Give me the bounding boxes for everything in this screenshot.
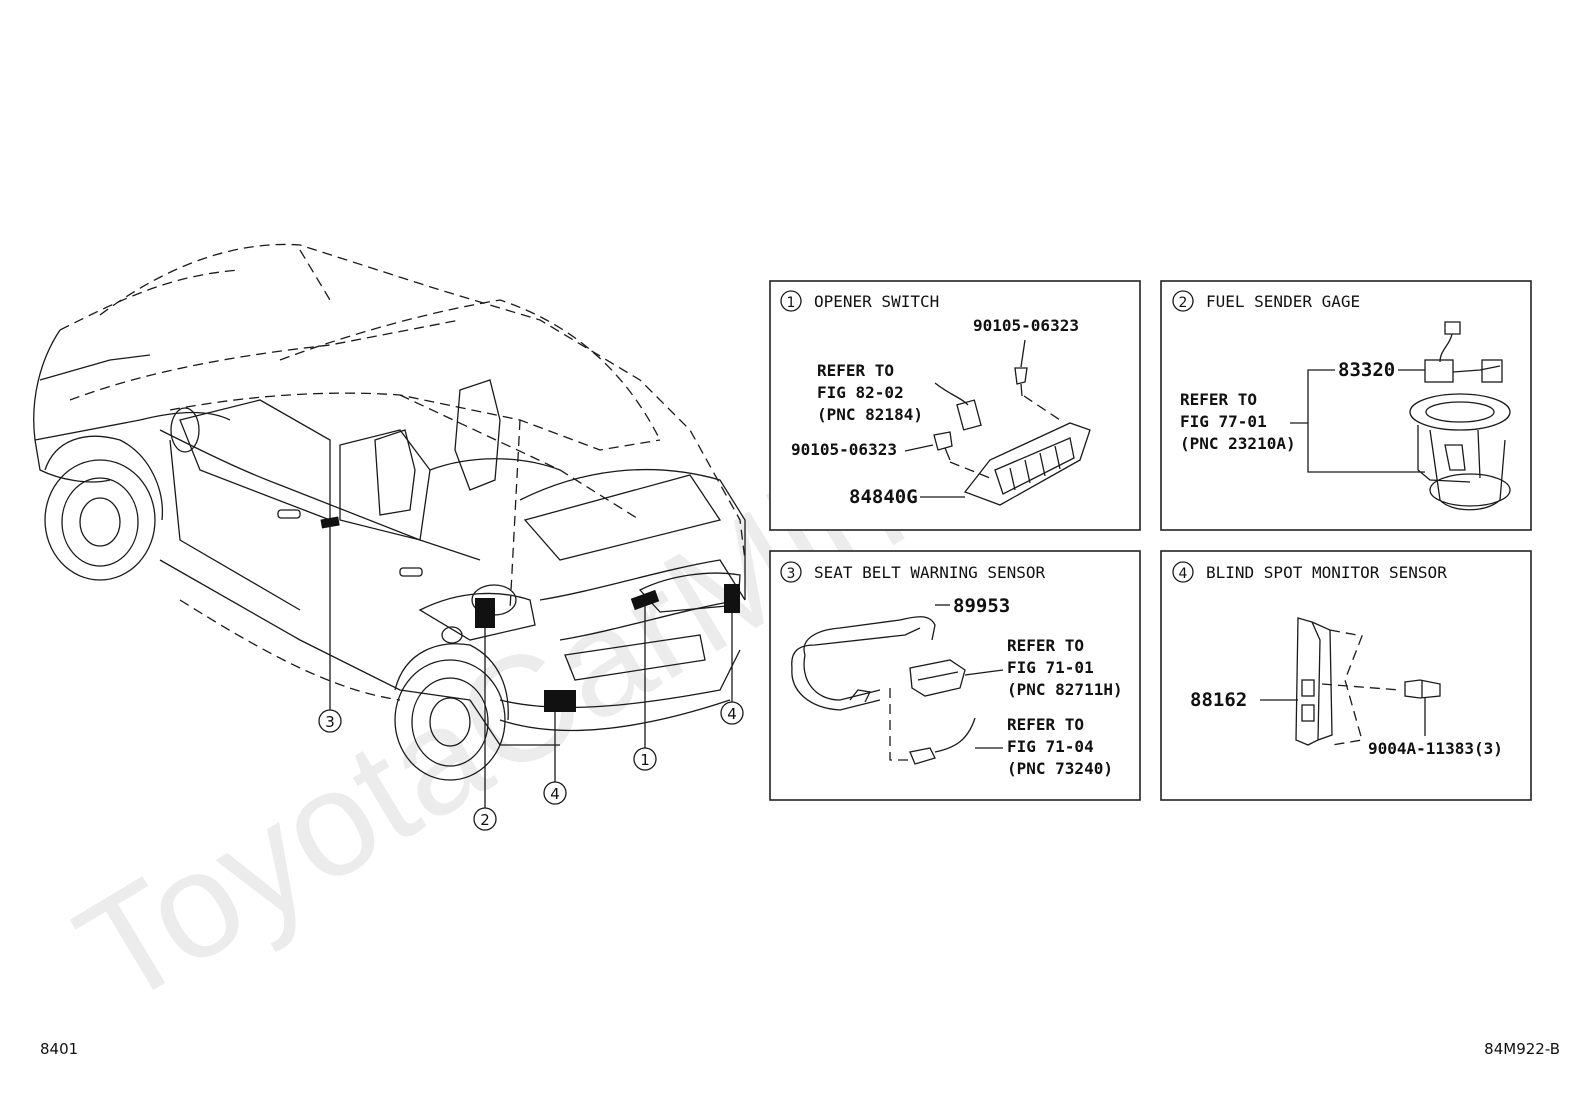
svg-text:1: 1 <box>640 751 650 769</box>
svg-text:4: 4 <box>550 785 560 803</box>
panel-number: 2 <box>1179 295 1188 311</box>
part-number-bolt-top: 90105-06323 <box>973 316 1079 335</box>
panel-blind-spot-monitor-sensor: 4 BLIND SPOT MONITOR SENSOR 88162 9004A-… <box>1160 550 1532 801</box>
vehicle-illustration <box>33 243 746 808</box>
panel-number: 4 <box>1179 566 1188 582</box>
refer-line-2: FIG 77-01 <box>1180 412 1267 431</box>
refer-line-1: REFER TO <box>817 361 894 380</box>
panel-opener-switch: 1 OPENER SWITCH REFER TO FIG 82-02 (PNC … <box>769 280 1141 531</box>
panel-title: OPENER SWITCH <box>814 292 939 311</box>
panel-seat-belt-warning-sensor: 3 SEAT BELT WARNING SENSOR 89953 REFER T… <box>769 550 1141 801</box>
refer-b-line-2: FIG 71-04 <box>1007 737 1094 756</box>
footer-right-code: 84M922-B <box>1484 1040 1560 1058</box>
svg-text:2: 2 <box>480 811 490 829</box>
part-number-seat-belt-sensor: 89953 <box>953 595 1010 617</box>
part-number-bsm-bolt: 9004A-11383(3) <box>1368 739 1503 758</box>
refer-b-line-3: (PNC 73240) <box>1007 759 1113 778</box>
footer-left-code: 8401 <box>40 1040 78 1058</box>
refer-b-line-1: REFER TO <box>1007 715 1084 734</box>
marker-bsm-left <box>544 690 576 712</box>
callout-3: 3 <box>318 709 342 733</box>
panel-title: BLIND SPOT MONITOR SENSOR <box>1206 563 1447 582</box>
refer-a-line-3: (PNC 82711H) <box>1007 680 1123 699</box>
svg-text:4: 4 <box>727 705 737 723</box>
refer-a-line-2: FIG 71-01 <box>1007 658 1094 677</box>
callout-4-left: 4 <box>543 781 567 805</box>
callout-1: 1 <box>633 747 657 771</box>
marker-seat-belt-sensor <box>320 516 340 529</box>
refer-a-line-1: REFER TO <box>1007 636 1084 655</box>
marker-fuel-sender <box>475 598 495 628</box>
callout-4-right: 4 <box>720 701 744 725</box>
marker-opener-switch <box>630 589 660 611</box>
refer-line-1: REFER TO <box>1180 390 1257 409</box>
refer-line-2: FIG 82-02 <box>817 383 904 402</box>
panel-fuel-sender-gage: 2 FUEL SENDER GAGE REFER TO FIG 77-01 (P… <box>1160 280 1532 531</box>
panel-title: FUEL SENDER GAGE <box>1206 292 1360 311</box>
panel-title: SEAT BELT WARNING SENSOR <box>814 563 1046 582</box>
refer-line-3: (PNC 82184) <box>817 405 923 424</box>
callout-2: 2 <box>473 807 497 831</box>
part-number-bsm-sensor: 88162 <box>1190 689 1247 711</box>
svg-text:3: 3 <box>325 713 335 731</box>
part-number-opener-switch: 84840G <box>849 486 918 508</box>
marker-bsm-right <box>724 584 740 613</box>
part-number-bolt-left: 90105-06323 <box>791 440 897 459</box>
panel-number: 3 <box>787 566 796 582</box>
refer-line-3: (PNC 23210A) <box>1180 434 1296 453</box>
panel-number: 1 <box>787 295 796 311</box>
part-number-fuel-sender: 83320 <box>1338 359 1395 381</box>
